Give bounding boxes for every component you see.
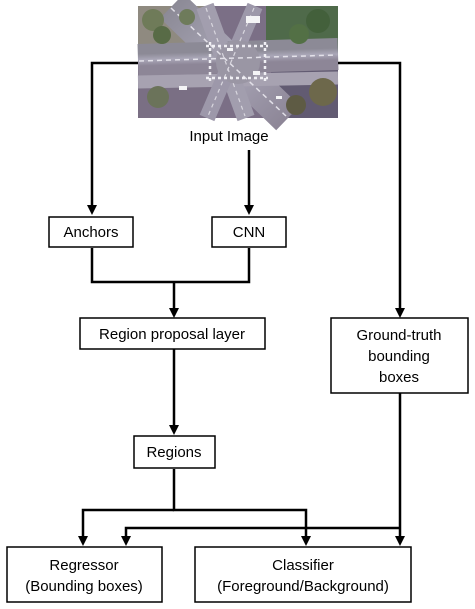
region-proposal-layer-node: Region proposal layer <box>79 317 266 350</box>
classifier-line-2: (Foreground/Background) <box>217 578 389 595</box>
input-image-thumbnail <box>137 0 339 131</box>
arrow-regions-to-classifier <box>172 469 311 546</box>
connector-lines <box>78 61 405 546</box>
anchors-node: Anchors <box>48 216 134 248</box>
ground-truth-node: Ground-truth bounding boxes <box>330 317 469 394</box>
regions-node: Regions <box>133 435 216 469</box>
regressor-line-1: Regressor <box>49 557 118 574</box>
ground-truth-line-2: bounding <box>368 348 430 365</box>
classifier-line-1: Classifier <box>272 557 334 574</box>
cnn-node: CNN <box>211 216 287 248</box>
ground-truth-line-3: boxes <box>379 369 419 386</box>
arrow-image-to-ground-truth <box>338 61 405 318</box>
input-image-label: Input Image <box>189 128 268 145</box>
arrow-regions-to-regressor <box>78 508 174 546</box>
anchors-label: Anchors <box>63 224 118 241</box>
ground-truth-line-1: Ground-truth <box>356 327 441 344</box>
regressor-node: Regressor (Bounding boxes) <box>6 546 163 603</box>
region-proposal-layer-label: Region proposal layer <box>99 326 245 343</box>
cnn-label: CNN <box>233 224 266 241</box>
arrow-anchors-cnn-to-rpl <box>90 248 251 313</box>
arrow-ground-truth-to-regressor <box>121 526 400 546</box>
regions-label: Regions <box>146 444 201 461</box>
regressor-line-2: (Bounding boxes) <box>25 578 143 595</box>
classifier-node: Classifier (Foreground/Background) <box>194 546 412 603</box>
arrow-image-to-anchors <box>87 61 138 215</box>
